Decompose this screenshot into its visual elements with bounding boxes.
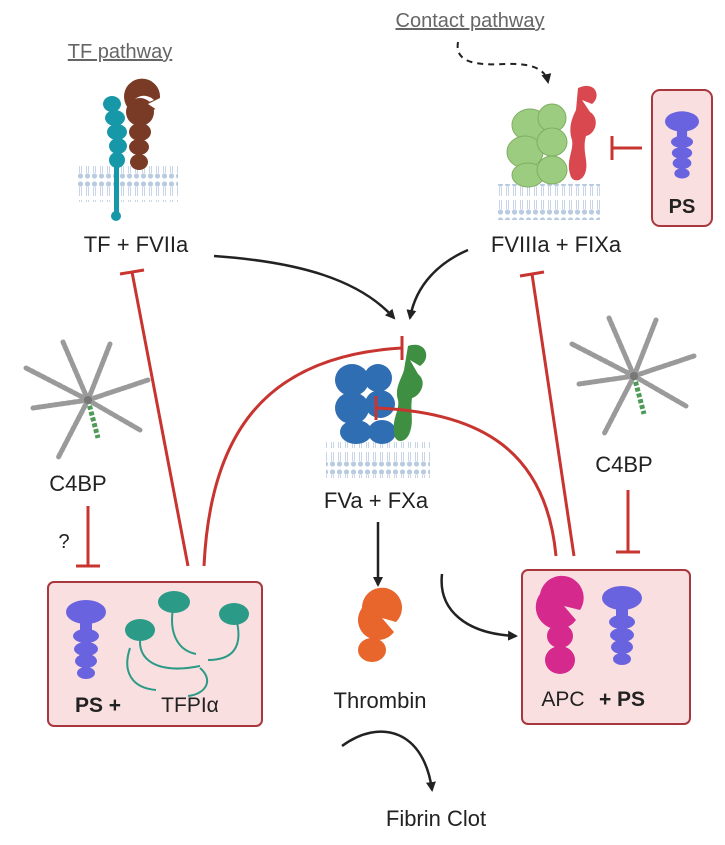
inhibit-c4bp-left <box>76 506 100 568</box>
c4bp-left-label: C4BP <box>49 471 106 496</box>
inhibit-apc-fva <box>374 396 558 557</box>
ps-box-top: PS <box>651 89 713 227</box>
thrombin-icon <box>358 587 402 662</box>
fviiia-fixa-complex <box>496 85 600 220</box>
fva-protein-icon <box>335 364 396 444</box>
membrane-tf <box>78 166 178 202</box>
fibrin-clot-label: Fibrin Clot <box>386 806 486 831</box>
arrow-thrombin-to-apc <box>440 573 518 641</box>
inhibit-ps-fixa <box>610 136 642 160</box>
question-mark: ? <box>58 531 69 553</box>
arrow-fviiia-to-fva <box>406 248 469 320</box>
tf-pathway-heading: TF pathway <box>68 41 172 63</box>
thrombin-label: Thrombin <box>334 688 427 713</box>
inhibit-apc-fviiia <box>519 270 576 557</box>
membrane-fva <box>326 442 430 478</box>
fviia-protein-icon <box>123 78 160 170</box>
tf-fviia-complex <box>78 78 178 221</box>
fva-fxa-complex <box>326 344 430 478</box>
contact-pathway-heading: Contact pathway <box>396 10 545 32</box>
tfpi-label: TFPIα <box>161 694 219 717</box>
fixa-protein-icon <box>568 85 597 181</box>
apc-protein-icon <box>535 575 584 674</box>
inhibit-tfpi-fva <box>202 336 404 567</box>
fviiia-protein-icon <box>506 103 568 188</box>
tf-protein-icon <box>103 96 127 221</box>
fva-fxa-label: FVa + FXa <box>324 488 429 513</box>
inhibit-c4bp-right <box>616 490 640 554</box>
ps-plus-label: PS + <box>75 694 121 717</box>
c4bp-right-icon <box>572 318 694 434</box>
membrane-fviiia <box>496 184 600 220</box>
c4bp-left-icon <box>26 342 148 458</box>
plus-ps-label: + PS <box>599 688 645 711</box>
fviiia-fixa-label: FVIIIa + FIXa <box>491 232 622 257</box>
contact-dashed-arrow <box>456 41 552 84</box>
tfpi-alpha-icon <box>125 591 249 697</box>
tf-fviia-label: TF + FVIIa <box>84 232 189 257</box>
inhibit-tfpi-tf <box>119 268 190 567</box>
ps-top-label: PS <box>669 196 696 218</box>
fxa-protein-icon <box>393 344 427 441</box>
apc-label: APC <box>541 688 584 711</box>
arrow-thrombin-to-fibrin <box>341 730 436 792</box>
arrow-tf-to-fva <box>213 254 396 320</box>
c4bp-right-label: C4BP <box>595 452 652 477</box>
